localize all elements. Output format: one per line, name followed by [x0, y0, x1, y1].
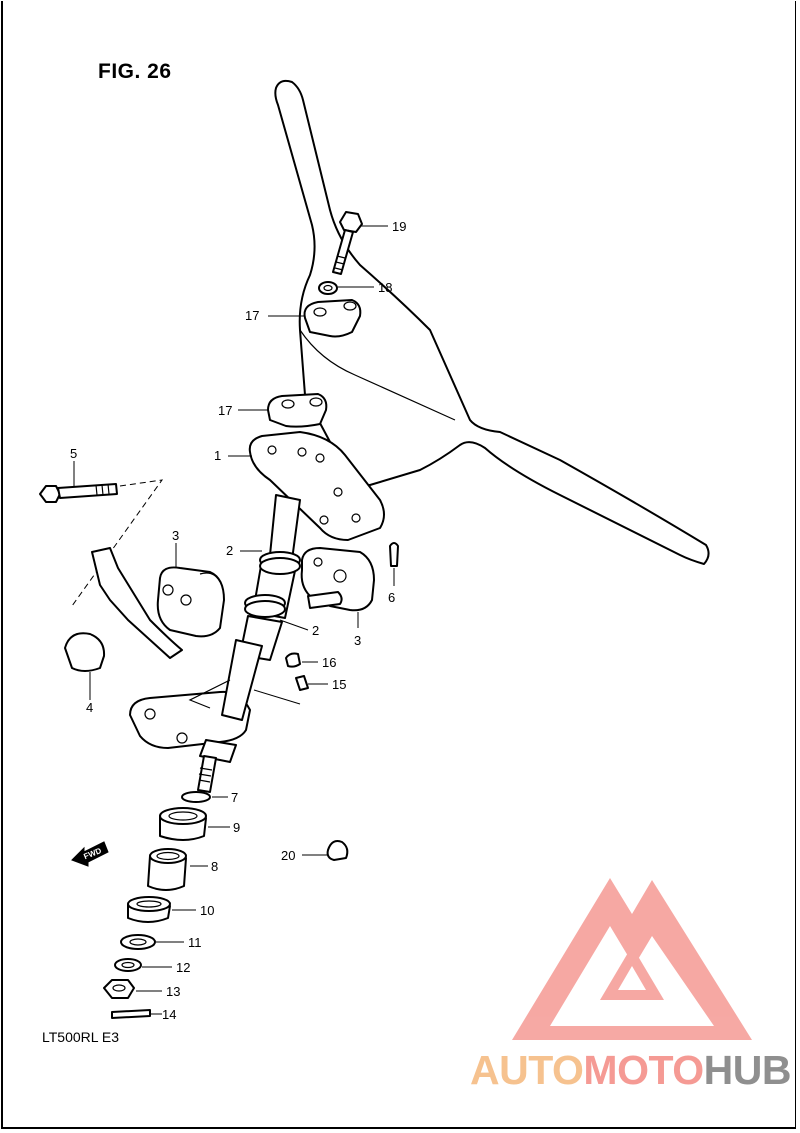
callout-7: 7 [231, 790, 238, 805]
callout-11: 11 [188, 935, 202, 950]
callout-14: 14 [162, 1007, 176, 1022]
part-9-seal [159, 807, 230, 841]
callout-18: 18 [378, 280, 392, 295]
callout-2-upper: 2 [226, 543, 233, 558]
part-10-seal [127, 896, 196, 923]
callout-labels: 19 18 17 17 1 5 3 2 2 3 6 16 15 4 7 9 8 … [70, 219, 406, 1022]
part-14-cotter-pin [111, 1009, 162, 1019]
model-code: LT500RL E3 [42, 1029, 120, 1045]
part-12-washer [114, 958, 172, 972]
callout-10: 10 [200, 903, 214, 918]
part-19-bolt [332, 211, 388, 275]
callout-9: 9 [233, 820, 240, 835]
part-4-bracket [64, 547, 183, 700]
watermark-text-auto: AUTO [470, 1047, 584, 1093]
part-15-nipple [295, 675, 328, 691]
callout-20: 20 [281, 848, 295, 863]
forward-direction-marker: FWD [71, 841, 109, 867]
callout-17-upper: 17 [245, 308, 259, 323]
callout-16: 16 [322, 655, 336, 670]
callout-19: 19 [392, 219, 406, 234]
callout-3-right: 3 [354, 633, 361, 648]
part-18-washer [318, 281, 374, 295]
part-16-cap [285, 652, 318, 668]
callout-15: 15 [332, 677, 346, 692]
part-2-upper-bushing [240, 550, 301, 575]
callout-3-left: 3 [172, 528, 179, 543]
callout-4: 4 [86, 700, 93, 715]
watermark-text-moto: MOTO [583, 1047, 704, 1093]
part-3-right-bracket [300, 547, 375, 628]
part-20-cap [302, 840, 349, 861]
part-5-bolt [39, 461, 164, 607]
callout-1: 1 [214, 448, 221, 463]
callout-5: 5 [70, 446, 77, 461]
watermark-logo [512, 878, 752, 1040]
part-17-lower-clamp [238, 393, 328, 428]
part-1-holder-plate [228, 431, 385, 541]
watermark-brand-text: AUTOMOTOHUB [470, 1047, 792, 1093]
watermark-text-hub: HUB [703, 1047, 792, 1093]
callout-2-lower: 2 [312, 623, 319, 638]
callout-17-lower: 17 [218, 403, 232, 418]
steering-stem-shaft [239, 494, 301, 661]
callout-13: 13 [166, 984, 180, 999]
callout-6: 6 [388, 590, 395, 605]
handlebar [274, 79, 710, 565]
callout-12: 12 [176, 960, 190, 975]
callout-8: 8 [211, 859, 218, 874]
part-8-bushing [147, 848, 208, 891]
part-3-left-bracket [156, 543, 225, 638]
figure-title: FIG. 26 [98, 60, 172, 83]
part-13-nut [103, 979, 162, 999]
part-17-upper-clamp [268, 299, 362, 338]
part-6-cotter-pin [389, 542, 399, 586]
part-2-lower-bushing [244, 594, 309, 631]
part-11-washer [120, 934, 184, 950]
steering-stem-lower [129, 639, 301, 793]
part-7-o-ring [181, 791, 228, 803]
